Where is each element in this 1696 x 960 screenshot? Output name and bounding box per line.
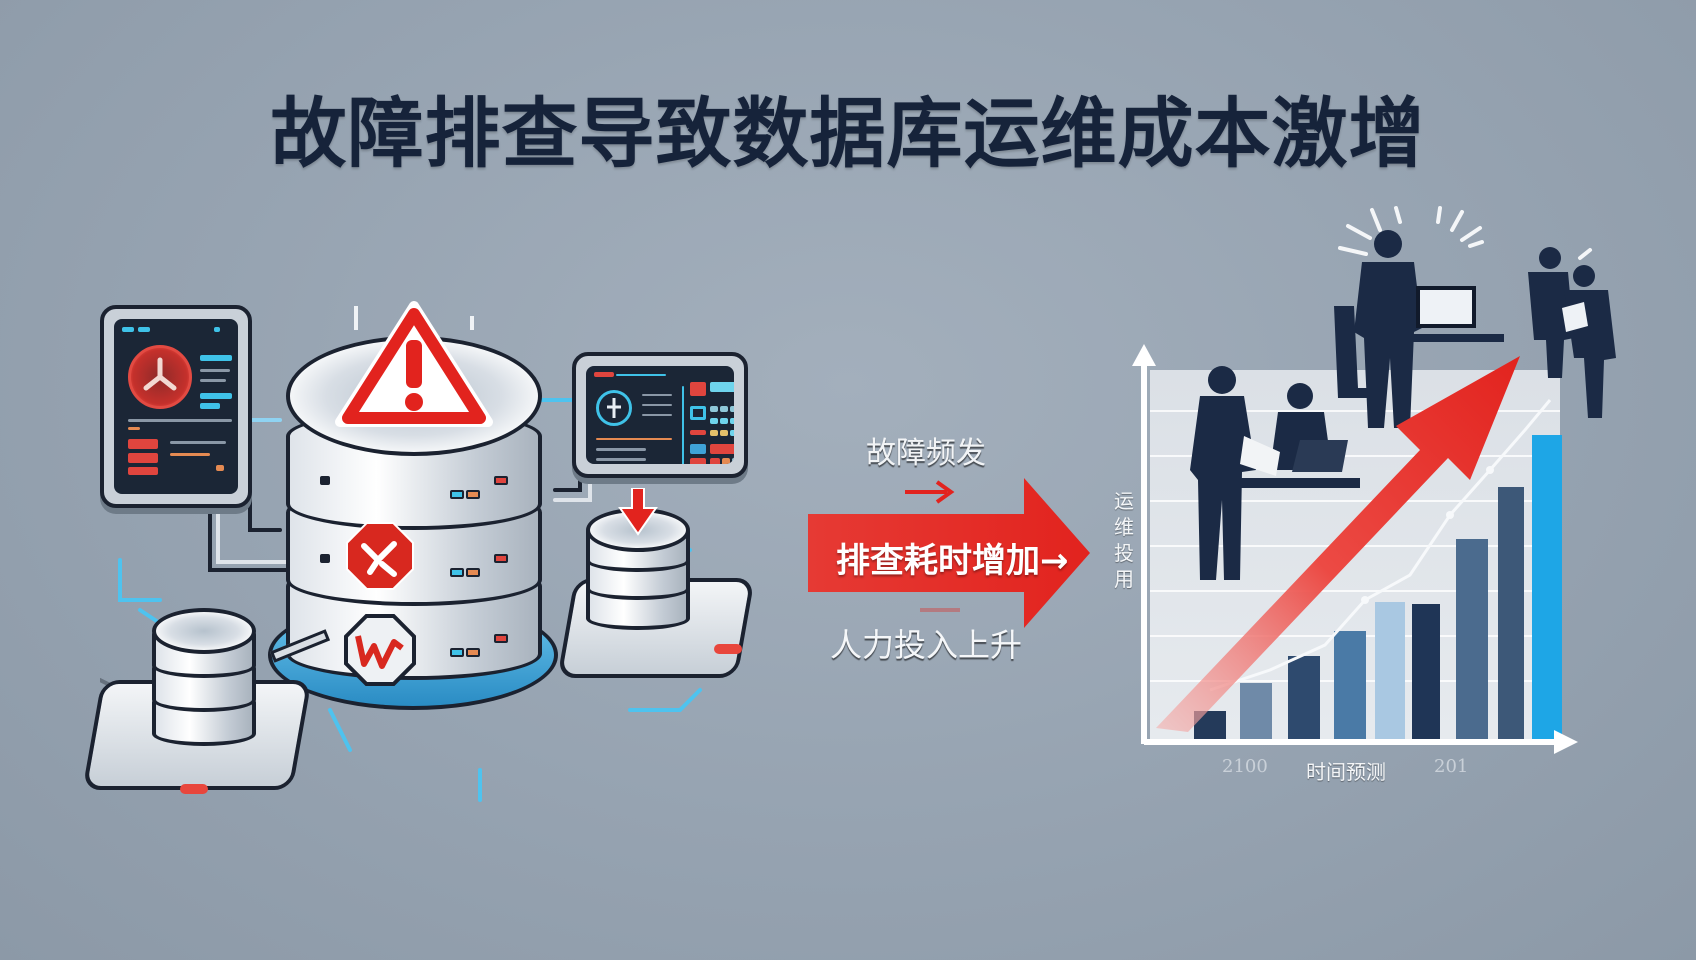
small-disk-top [152, 608, 256, 654]
monitoring-dashboard-left [100, 305, 252, 508]
flow-step-troubleshooting-time: 排查耗时增加→ [836, 541, 1069, 581]
small-arrow-icon [905, 480, 955, 504]
flow-step-frequent-faults: 故障频发 [866, 436, 986, 471]
status-led [494, 634, 508, 643]
spark-line [354, 306, 358, 330]
y-axis-label: 运维投用 [1114, 489, 1134, 591]
chart-bar [1532, 435, 1562, 740]
status-led [714, 644, 742, 654]
status-led [180, 784, 208, 794]
chart-bar [1375, 602, 1405, 740]
status-led [320, 476, 330, 485]
alert-gauge-icon [128, 345, 192, 409]
status-led [450, 648, 464, 657]
chart-bar [1412, 604, 1440, 740]
status-led [450, 568, 464, 577]
big-red-arrow [808, 478, 1090, 628]
chart-axes [1132, 344, 1578, 754]
status-led [494, 476, 508, 485]
heartbeat-alert-icon [348, 618, 412, 682]
page-title: 故障排查导致数据库运维成本激增 [270, 89, 1426, 178]
alert-spark-lines [1338, 206, 1592, 260]
x-axis-label: 时间预测 [1306, 760, 1386, 784]
chart-bar [1498, 487, 1524, 740]
status-led [450, 490, 464, 499]
business-people-upper [1334, 230, 1616, 428]
business-people-silhouettes [1190, 366, 1360, 580]
status-led [320, 554, 330, 563]
tool-icon [596, 390, 632, 426]
chart-bar [1456, 539, 1488, 740]
chart-bar [1334, 631, 1366, 740]
flow-step-manpower-increase: 人力投入上升 [830, 626, 1023, 664]
monitoring-dashboard-right [572, 352, 748, 478]
status-led [466, 648, 480, 657]
stop-octagon-icon [348, 524, 412, 588]
dashboard-screen [586, 366, 734, 464]
spark-line [470, 316, 474, 330]
status-led [466, 568, 480, 577]
status-led [494, 554, 508, 563]
warning-triangle-icon [335, 301, 493, 427]
faint-red-mark [920, 608, 960, 612]
rising-trend-arrow [1156, 356, 1520, 732]
chart-bar [1288, 656, 1320, 740]
dashboard-screen [114, 319, 238, 494]
trend-line [1209, 399, 1552, 692]
x-tick-left: 2100 [1222, 756, 1268, 777]
x-tick-right: 201 [1434, 756, 1469, 777]
status-led [466, 490, 480, 499]
down-arrow-icon [618, 488, 658, 536]
chart-bar [1240, 683, 1272, 740]
